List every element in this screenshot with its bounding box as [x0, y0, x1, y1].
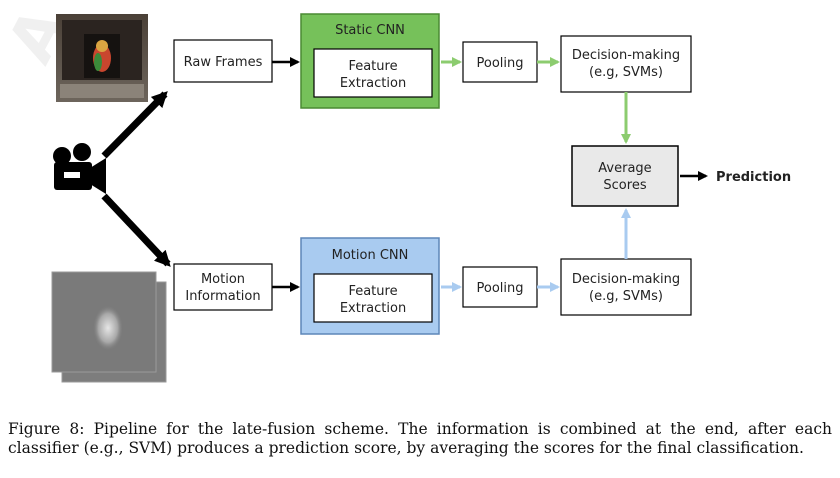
motion-information-line1: Motion	[201, 272, 245, 287]
static-cnn-box: Static CNN Feature Extraction	[300, 13, 440, 109]
feature-extraction-bottom-line1: Feature	[348, 284, 397, 299]
figure-caption: Figure 8: Pipeline for the late-fusion s…	[8, 419, 832, 457]
decision-bottom-line1: Decision-making	[572, 272, 680, 287]
pooling-top-box: Pooling	[462, 41, 538, 83]
decision-bottom-box: Decision-making (e.g, SVMs)	[560, 258, 692, 316]
parrot-photo	[56, 14, 148, 102]
raw-frames-box: Raw Frames	[173, 39, 273, 83]
motion-cnn-label: Motion CNN	[332, 248, 409, 263]
pooling-bottom-box: Pooling	[462, 266, 538, 308]
average-scores-box: Average Scores	[571, 145, 679, 207]
feature-extraction-bottom-line2: Extraction	[340, 301, 406, 316]
feature-extraction-top-line2: Extraction	[340, 76, 406, 91]
motion-cnn-box: Motion CNN Feature Extraction	[300, 237, 440, 335]
motion-frames	[51, 271, 167, 383]
motion-information-box: Motion Information	[173, 263, 273, 311]
decision-top-box: Decision-making (e.g, SVMs)	[560, 35, 692, 93]
prediction-label: Prediction	[716, 170, 791, 185]
pooling-bottom-label: Pooling	[477, 281, 524, 296]
average-scores-line1: Average	[598, 161, 651, 176]
raw-frames-label: Raw Frames	[184, 55, 263, 70]
camera-to-top-arrow	[101, 91, 168, 159]
decision-top-line1: Decision-making	[572, 48, 680, 63]
motion-information-line2: Information	[185, 289, 260, 304]
pooling-top-label: Pooling	[477, 56, 524, 71]
feature-extraction-top-line1: Feature	[348, 59, 397, 74]
decision-top-line2: (e.g, SVMs)	[589, 65, 663, 80]
average-scores-line2: Scores	[603, 178, 646, 193]
static-cnn-label: Static CNN	[335, 23, 405, 38]
camera-to-bottom-arrow	[101, 193, 171, 267]
video-camera-icon	[53, 143, 106, 194]
decision-bottom-line2: (e.g, SVMs)	[589, 289, 663, 304]
